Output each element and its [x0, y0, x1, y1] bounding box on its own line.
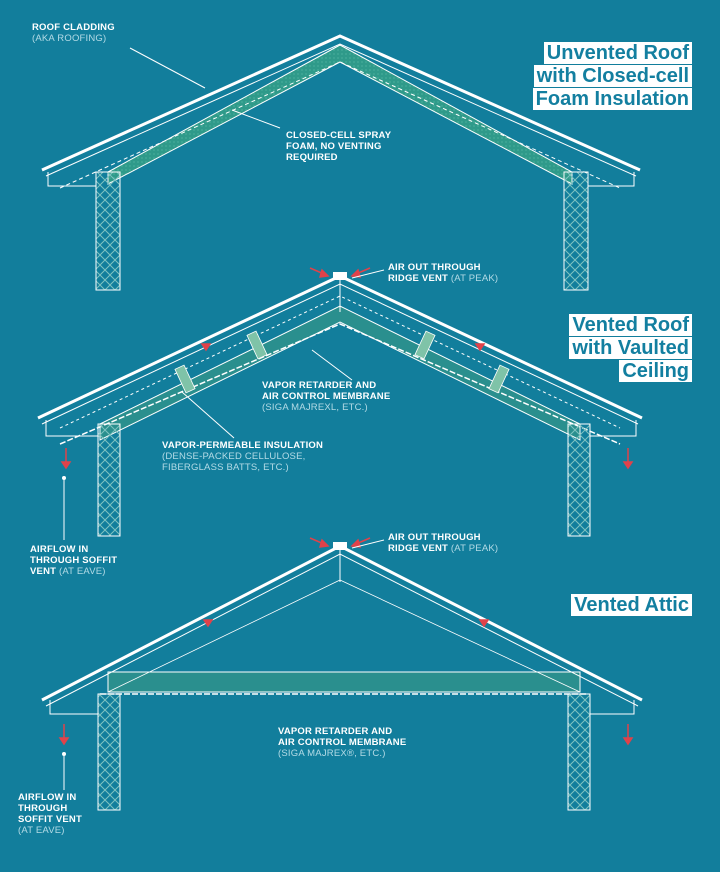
airflow-arrows — [58, 537, 634, 746]
vaulted-insulation-fill — [99, 305, 581, 441]
label-sub: FIBERGLASS BATTS, ETC.) — [162, 462, 289, 473]
label-main: RIDGE VENT — [388, 543, 449, 554]
section-title-unvented-roof: Unvented Roof with Closed-cell Foam Insu… — [532, 42, 692, 111]
right-wall — [567, 423, 591, 537]
label-main: RIDGE VENT — [388, 273, 449, 284]
label-line: FOAM, NO VENTING — [286, 141, 382, 152]
attic-truss-right — [339, 579, 581, 693]
left-wall — [95, 171, 121, 291]
roof-deck-line — [45, 43, 637, 177]
label-sub: (AKA ROOFING) — [32, 33, 107, 44]
left-eave — [45, 420, 98, 437]
insulation-leader — [181, 391, 235, 439]
label-line: VAPOR RETARDER AND — [262, 380, 377, 391]
vented-vaulted-drawing — [37, 267, 643, 540]
label-main: VENT — [30, 566, 57, 577]
spray-foam-label: CLOSED-CELL SPRAY FOAM, NO VENTING REQUI… — [286, 130, 391, 163]
soffit-airflow-dot — [62, 476, 66, 480]
roof-cladding-label: ROOF CLADDING (AKA ROOFING) — [32, 22, 115, 44]
spray-foam-leader — [231, 109, 281, 129]
label-line: AIR CONTROL MEMBRANE — [278, 737, 407, 748]
left-wall — [97, 423, 121, 537]
right-eave — [590, 420, 637, 437]
label-main: VAPOR-PERMEABLE INSULATION — [162, 440, 324, 451]
spray-foam-fill — [107, 44, 573, 185]
left-eave — [47, 172, 96, 187]
title-line: Foam Insulation — [532, 88, 692, 110]
title-line: Unvented Roof — [543, 42, 692, 64]
section-title-vented-attic: Vented Attic — [571, 594, 692, 617]
label-sub: (AT PEAK) — [450, 273, 499, 284]
soffit-airflow-dot — [62, 752, 66, 756]
vaulted-membrane-line — [59, 323, 621, 445]
roof-cladding-line — [41, 34, 641, 172]
label-line: RIDGE VENT (AT PEAK) — [388, 543, 498, 554]
unvented-roof-drawing — [41, 34, 641, 291]
label-sub: (SIGA MAJREXL, ETC.) — [262, 402, 368, 413]
left-wall — [97, 693, 121, 811]
label-line: REQUIRED — [286, 152, 338, 163]
ridge-vent-cap — [333, 542, 347, 550]
label-sub: (DENSE-PACKED CELLULOSE, — [162, 451, 306, 462]
airflow-arrows — [60, 267, 634, 470]
label-line: AIR CONTROL MEMBRANE — [262, 391, 391, 402]
attic-insulation-fill — [107, 671, 581, 693]
vented-attic-drawing — [41, 537, 643, 811]
title-line: Vented Attic — [571, 594, 692, 616]
label-line: AIR OUT THROUGH — [388, 532, 481, 543]
label-line: THROUGH SOFFIT — [30, 555, 118, 566]
right-wall — [563, 171, 589, 291]
label-line: AIRFLOW IN — [18, 792, 77, 803]
label-line: THROUGH — [18, 803, 68, 814]
label-line: AIR OUT THROUGH — [388, 262, 481, 273]
vapor-retarder-leader — [311, 349, 353, 381]
label-line: RIDGE VENT (AT PEAK) — [388, 273, 498, 284]
title-line: with Closed-cell — [533, 65, 692, 87]
soffit-airflow-label: AIRFLOW IN THROUGH SOFFIT VENT (AT EAVE) — [18, 792, 82, 836]
label-line: SOFFIT VENT — [18, 814, 82, 825]
ridge-vent-label: AIR OUT THROUGH RIDGE VENT (AT PEAK) — [388, 262, 498, 284]
attic-truss-left — [107, 579, 341, 693]
title-line: Ceiling — [619, 360, 692, 382]
label-sub: (SIGA MAJREX®, ETC.) — [278, 748, 386, 759]
left-eave — [49, 700, 98, 715]
vapor-retarder-label: VAPOR RETARDER AND AIR CONTROL MEMBRANE … — [278, 726, 406, 759]
insulation-label: VAPOR-PERMEABLE INSULATION (DENSE-PACKED… — [162, 440, 323, 473]
right-wall — [567, 693, 591, 811]
label-sub: (AT EAVE) — [58, 566, 106, 577]
soffit-airflow-label: AIRFLOW IN THROUGH SOFFIT VENT (AT EAVE) — [30, 544, 117, 577]
label-line: VENT (AT EAVE) — [30, 566, 117, 577]
rafter-line — [59, 61, 621, 189]
title-line: Vented Roof — [569, 314, 692, 336]
vapor-retarder-label: VAPOR RETARDER AND AIR CONTROL MEMBRANE … — [262, 380, 390, 413]
ridge-vent-label: AIR OUT THROUGH RIDGE VENT (AT PEAK) — [388, 532, 498, 554]
insulation-baffles — [174, 330, 510, 394]
label-line: VAPOR RETARDER AND — [278, 726, 393, 737]
label-sub: (AT EAVE) — [18, 825, 65, 836]
ridge-vent-leader — [351, 539, 385, 549]
label-sub: (AT PEAK) — [450, 543, 499, 554]
label-main: ROOF CLADDING — [32, 22, 115, 33]
ridge-vent-leader — [351, 269, 385, 279]
vaulted-vent-channel — [59, 295, 621, 429]
label-line: CLOSED-CELL SPRAY — [286, 130, 392, 141]
label-line: AIRFLOW IN — [30, 544, 89, 555]
roof-cladding-leader — [129, 47, 206, 89]
section-title-vented-vaulted: Vented Roof with Vaulted Ceiling — [569, 314, 692, 383]
title-line: with Vaulted — [569, 337, 692, 359]
right-eave — [590, 700, 635, 715]
right-eave — [588, 172, 635, 187]
ridge-vent-cap — [333, 272, 347, 280]
